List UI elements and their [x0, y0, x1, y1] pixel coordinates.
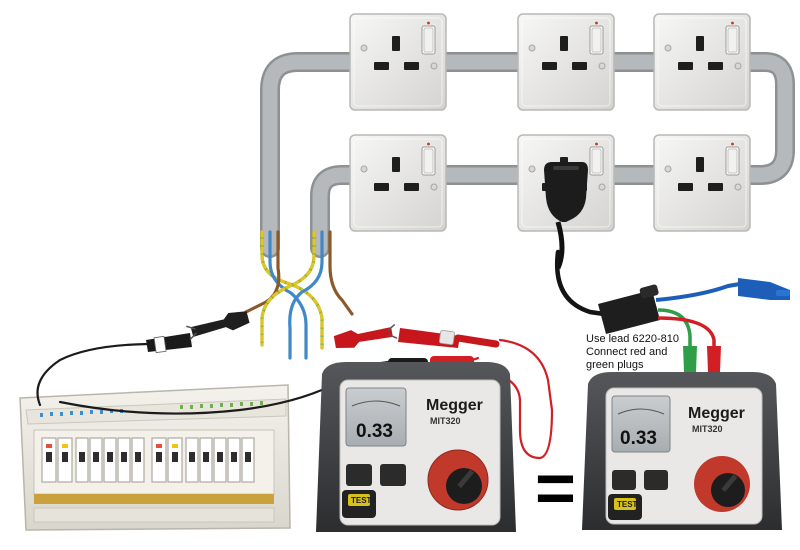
ring-cable [260, 52, 795, 258]
multimeter-2: 0.33 Megger MIT320 TEST [582, 372, 782, 530]
meter-2-model: MIT320 [692, 424, 723, 434]
socket-outlet-6 [653, 134, 751, 232]
instruction-line-1: Use lead 6220-810 [586, 333, 679, 345]
equals-symbol: = [535, 449, 576, 527]
meter-1-brand: Megger [426, 397, 483, 414]
cable-conductors [236, 230, 354, 360]
socket-outlet-2 [517, 13, 615, 111]
socket-outlet-1 [349, 13, 447, 111]
plug-lead [554, 249, 607, 317]
instruction-line-3: green plugs [586, 359, 644, 371]
meter-2-brand: Megger [688, 405, 745, 422]
socket-outlet-4 [349, 134, 447, 232]
meter-2-test-label: TEST [617, 500, 638, 509]
consumer-unit-icon [19, 384, 291, 531]
lead-adapter-6220-810 [598, 278, 790, 384]
meter-2-reading: 0.33 [620, 428, 657, 449]
socket-outlet-3 [653, 13, 751, 111]
meter-1-test-label: TEST [351, 496, 372, 505]
instruction-line-2: Connect red and [586, 346, 668, 358]
crocodile-clip-black [146, 307, 252, 354]
crocodile-clip-red [332, 321, 500, 352]
meter-1-reading: 0.33 [356, 421, 393, 442]
lead-instruction-note: Use lead 6220-810 Connect red and green … [586, 333, 736, 372]
meter-1-model: MIT320 [430, 416, 461, 426]
multimeter-1: 0.33 Megger MIT320 TEST [316, 362, 516, 532]
